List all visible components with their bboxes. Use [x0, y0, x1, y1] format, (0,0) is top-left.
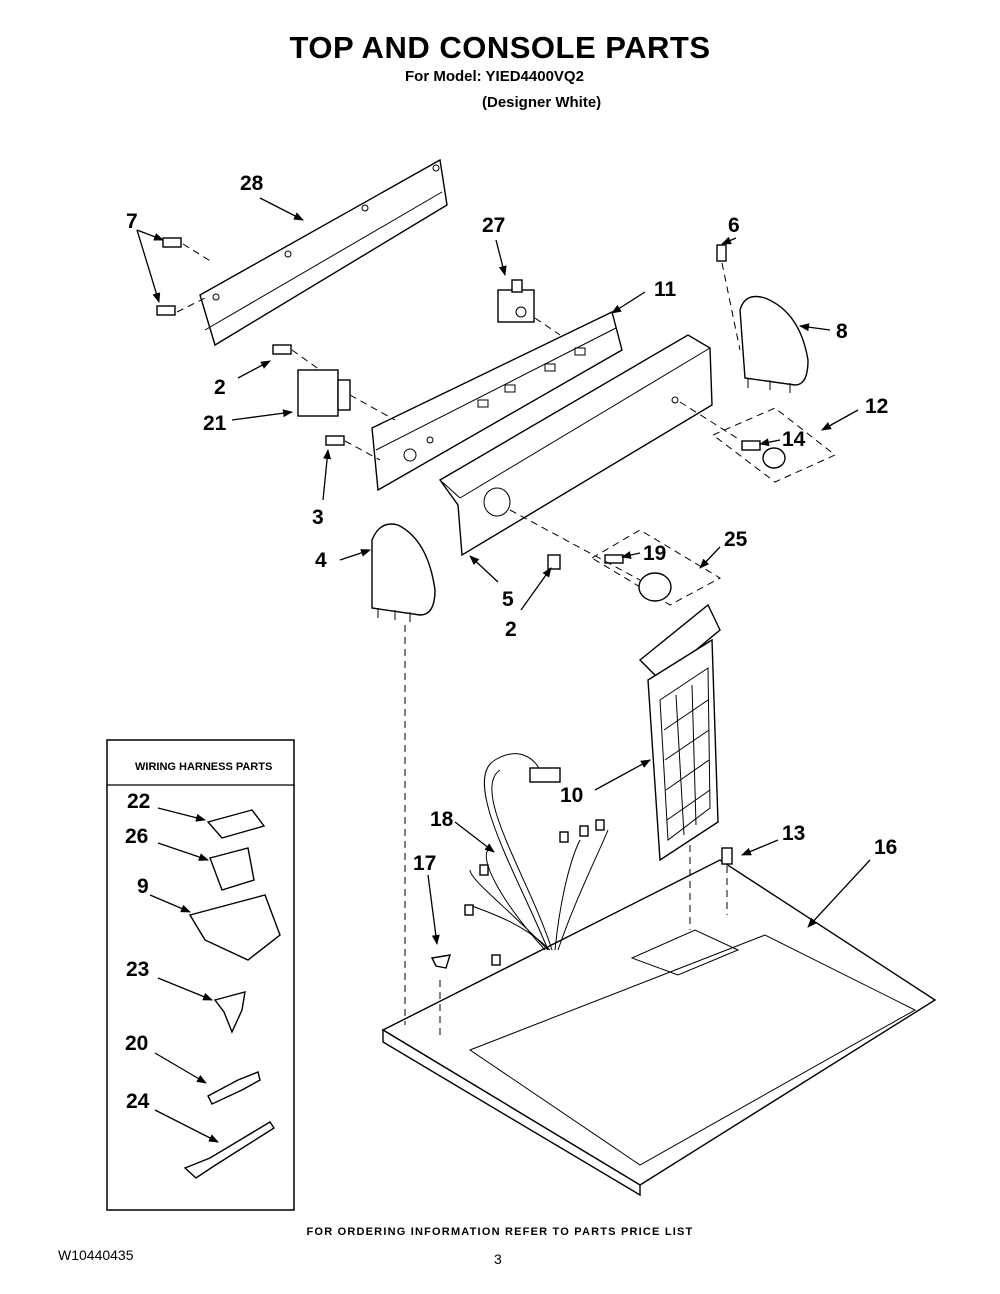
callout-28: 28 — [240, 172, 264, 195]
callout-8: 8 — [836, 320, 848, 343]
knob-assembly-part-12 — [679, 401, 836, 483]
clip-part-23 — [213, 991, 246, 1034]
callout-17: 17 — [413, 852, 436, 875]
callout-27: 27 — [482, 214, 505, 237]
callout-20: 20 — [125, 1032, 148, 1055]
callout-16: 16 — [874, 836, 897, 859]
callout-14: 14 — [782, 428, 806, 451]
callout-12: 12 — [865, 395, 888, 418]
connector-part-9 — [188, 894, 281, 961]
ordering-note: FOR ORDERING INFORMATION REFER TO PARTS … — [306, 1226, 694, 1238]
screw-part-13 — [721, 847, 733, 915]
connector-part-22 — [206, 809, 266, 839]
callout-10: 10 — [560, 784, 583, 807]
console-frame-part-11 — [371, 310, 623, 492]
callout-23: 23 — [126, 958, 149, 981]
callout-13: 13 — [782, 822, 805, 845]
document-number: W10440435 — [58, 1247, 134, 1263]
callout-25: 25 — [724, 528, 748, 551]
callout-5: 5 — [502, 588, 514, 611]
page-title: TOP AND CONSOLE PARTS — [289, 30, 711, 65]
wiring-harness-part-18 — [464, 753, 609, 966]
wiring-harness-inset: WIRING HARNESS PARTS — [106, 739, 295, 1211]
top-panel-part-16 — [381, 625, 937, 1197]
terminal-part-20 — [207, 1071, 261, 1105]
model-line: For Model: YIED4400VQ2 — [405, 68, 584, 85]
callout-18: 18 — [430, 808, 454, 831]
callout-19: 19 — [643, 542, 666, 565]
callout-22: 22 — [127, 790, 150, 813]
inset-title: WIRING HARNESS PARTS — [135, 761, 272, 773]
switch-part-27 — [497, 279, 561, 336]
callout-2-upper: 2 — [214, 376, 226, 399]
callout-4: 4 — [315, 549, 327, 572]
clip-part-17 — [430, 954, 452, 969]
console-cover-part-5 — [438, 334, 713, 557]
page-number: 3 — [494, 1251, 502, 1267]
callout-11: 11 — [654, 278, 677, 301]
callout-numbers: 28 7 27 6 11 8 2 21 12 14 3 4 25 19 5 2 … — [125, 172, 897, 1113]
callout-26: 26 — [125, 825, 148, 848]
callout-7: 7 — [126, 210, 138, 233]
screws-part-7 — [156, 237, 213, 316]
callout-2-lower: 2 — [505, 618, 517, 641]
rear-bracket-part-28 — [199, 158, 448, 347]
knob-assembly-part-25 — [509, 509, 722, 606]
end-cap-part-8 — [716, 244, 809, 393]
callout-24: 24 — [126, 1090, 150, 1113]
timer-part-21 — [272, 344, 396, 461]
connector-part-26 — [209, 847, 255, 891]
lint-screen-part-10 — [638, 603, 721, 862]
callout-9: 9 — [137, 875, 149, 898]
leader-lines — [136, 197, 871, 1143]
callout-21: 21 — [203, 412, 227, 435]
color-line: (Designer White) — [482, 94, 602, 111]
end-cap-part-4 — [371, 523, 436, 622]
tie-part-24 — [183, 1121, 275, 1179]
callout-3: 3 — [312, 506, 324, 529]
callout-6: 6 — [728, 214, 740, 237]
